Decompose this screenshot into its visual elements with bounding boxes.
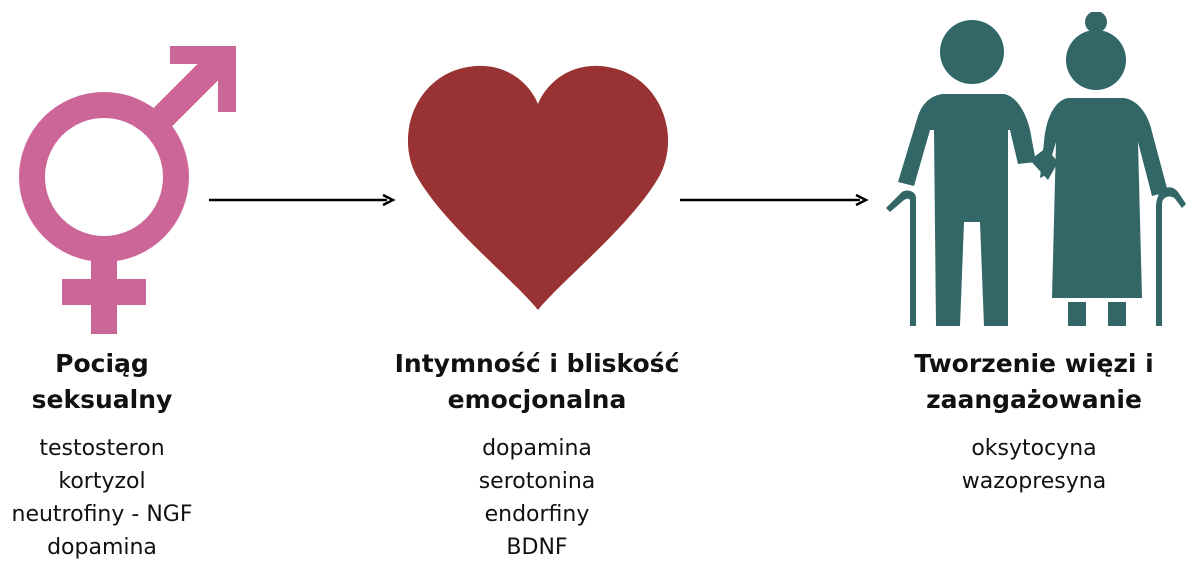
hormone-item: dopamina — [47, 535, 157, 560]
stage-3-hormone-list: oksytocyna wazopresyna — [884, 432, 1184, 498]
stage-1-text: Pociąg seksualny testosteron kortyzol ne… — [0, 346, 204, 580]
stage-1-title-line-2: seksualny — [31, 385, 173, 414]
stage-2-title: Intymność i bliskość emocjonalna — [374, 346, 700, 418]
stage-3-title: Tworzenie więzi i zaangażowanie — [884, 346, 1184, 418]
stage-2-title-line-1: Intymność i bliskość — [394, 349, 680, 378]
stage-3-title-line-1: Tworzenie więzi i — [914, 349, 1154, 378]
hormone-item: oksytocyna — [971, 436, 1097, 461]
hormone-item: endorfiny — [484, 502, 590, 527]
hormone-item: neutrofiny - NGF — [11, 502, 193, 527]
heart-icon — [407, 65, 669, 310]
stage-1-title: Pociąg seksualny — [0, 346, 204, 418]
stage-2-hormone-list: dopamina serotonina endorfiny BDNF — [374, 432, 700, 564]
male-female-symbol-icon — [19, 46, 236, 334]
hormone-item: serotonina — [478, 469, 596, 494]
stage-2-text: Intymność i bliskość emocjonalna dopamin… — [374, 346, 700, 580]
stage-3-text: Tworzenie więzi i zaangażowanie oksytocy… — [884, 346, 1184, 514]
hormone-item: kortyzol — [58, 469, 146, 494]
hormone-item: dopamina — [482, 436, 592, 461]
arrow-2 — [680, 193, 869, 207]
hormone-item: BDNF — [506, 535, 568, 560]
arrow-1 — [209, 193, 396, 207]
elderly-couple-icon — [886, 12, 1186, 326]
hormone-item: wazopresyna — [961, 469, 1107, 494]
stage-2-title-line-2: emocjonalna — [447, 385, 627, 414]
stage-1-hormone-list: testosteron kortyzol neutrofiny - NGF do… — [0, 432, 204, 564]
stage-3-title-line-2: zaangażowanie — [926, 385, 1142, 414]
stage-1-title-line-1: Pociąg — [55, 349, 149, 378]
hormone-item: testosteron — [39, 436, 165, 461]
